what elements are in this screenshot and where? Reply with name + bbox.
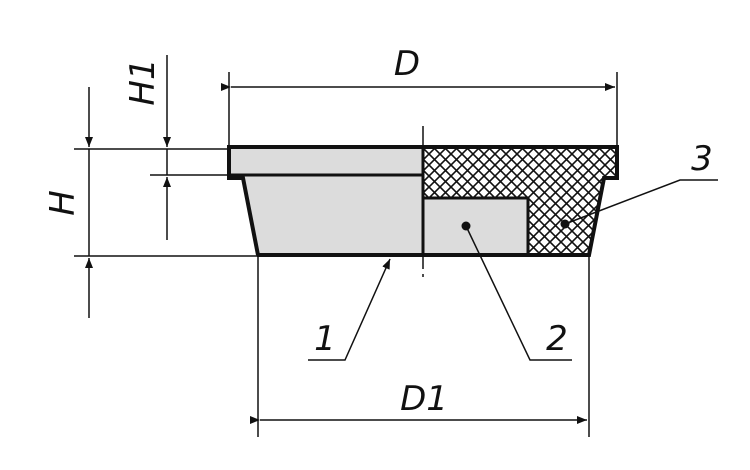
label-h1: H1 [123,58,163,105]
label-part-3: 3 [691,139,713,179]
dimension-d1: D1 [250,379,587,424]
label-part-1: 1 [314,319,336,359]
label-d1: D1 [400,379,448,419]
label-part-2: 2 [546,319,568,359]
label-h: H [43,190,83,216]
cap-outline [227,145,619,257]
dimension-h1: H1 [123,55,171,240]
cap-body [227,126,619,278]
dimension-d: D [221,44,615,91]
leader-part-1: 1 [308,258,391,361]
dimension-h: H [43,87,93,318]
leader-part-3: 3 [560,139,718,229]
leader-part-2: 2 [461,221,572,361]
label-d: D [394,44,420,84]
